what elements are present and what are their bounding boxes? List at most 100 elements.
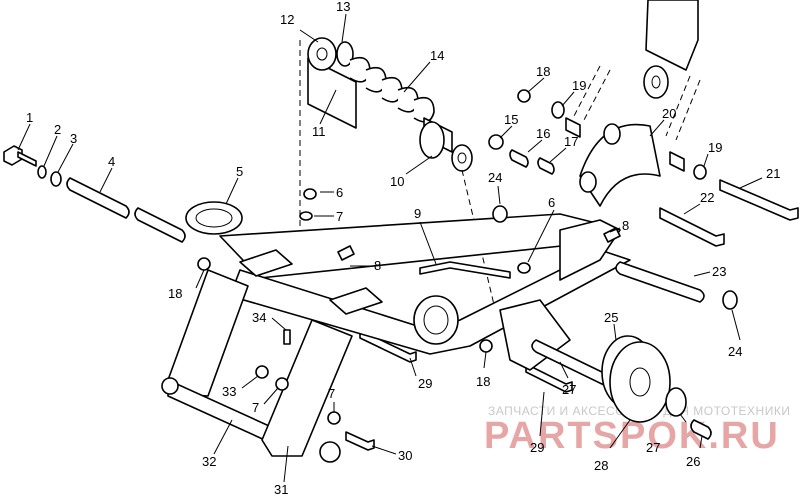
leader-28 [609,419,631,449]
nut-part-6-right [517,262,531,274]
callout-24: 24 [728,344,742,359]
alignment-line-mount-b [583,69,611,121]
bracket-part-20 [579,123,661,207]
bracket-hole-lower [579,171,597,193]
bolt-part-30 [345,431,375,451]
callout-22: 22 [700,190,714,205]
callout-7: 7 [252,400,259,415]
upper-shock-mount [573,0,701,141]
washer-part-19 [551,101,565,119]
small-hardware [197,188,738,353]
alignment-line-mount-d [665,75,691,137]
bushing-part-17 [537,157,555,175]
leader-34 [271,317,287,331]
callout-6: 6 [548,195,555,210]
bushing-part-19-right [669,151,685,172]
leader-27a [559,361,569,379]
callout-20: 20 [662,106,676,121]
leader-29b [539,391,545,437]
mount-eye-hole [651,75,661,89]
leader-8b [609,227,621,233]
callout-5: 5 [236,164,243,179]
mount-tab-left [239,249,293,277]
leader-29a [409,357,417,377]
pin-part-9 [419,261,511,279]
bushing-part-16 [509,149,529,168]
alignment-line-mount-c [675,79,701,141]
callout-18: 18 [168,286,182,301]
callout-7: 7 [336,209,343,224]
rail-eye-right [319,441,341,463]
leader-26 [699,435,703,449]
watermark: ЗАПЧАСТИ И АКСЕССУАРЫ ДЛЯ МОТОТЕХНИКИ PA… [484,404,790,457]
nut-part-18-center [479,339,493,353]
leader-33 [241,375,259,389]
washer-part-24-right [722,290,738,310]
callout-26: 26 [686,454,700,469]
axle-tube-part-4b [134,207,186,243]
leader-14 [403,61,431,93]
clip-part-8-right [603,227,621,243]
callout-15: 15 [504,112,518,127]
callout-27: 27 [562,382,576,397]
leader-7b [263,387,279,405]
callout-27: 27 [646,440,660,455]
leader-11 [319,89,337,125]
washer-part-33 [255,365,269,379]
nut-part-18-left [197,257,211,271]
left-bolt-assembly [3,145,186,243]
leader-4 [99,167,113,193]
callout-6: 6 [336,185,343,200]
leader-12 [299,29,319,43]
leader-13 [341,13,347,43]
leader-30 [371,445,397,455]
bracket-assembly [488,89,707,207]
leader-24b [731,309,741,341]
callout-2: 2 [54,122,61,137]
leader-19b [703,153,709,167]
shock-bushing-part-13 [336,41,354,67]
shock-lower-eye [451,144,473,172]
spring-retainer-part-10 [419,121,445,159]
leader-3 [57,143,74,173]
washer-part-24-upper [492,205,508,223]
pivot-tube-center [413,295,459,345]
long-bolts [345,179,799,451]
shock-upper-eye [307,37,337,71]
leader-23 [693,271,711,277]
swing-arm-frame [185,201,705,371]
wheel-part-28 [609,341,671,423]
spring-coil-5 [413,96,435,123]
nut-part-6-left [303,188,317,200]
washer-part-2 [37,165,47,179]
shock-body [307,57,357,129]
shock-lower-eye-hole [457,152,467,164]
leader-18c [483,351,487,369]
pivot-tube-center-bore [423,305,449,335]
callout-24: 24 [488,170,502,185]
callout-18: 18 [536,64,550,79]
leader-19a [561,91,575,107]
leader-15 [499,125,513,139]
watermark-brand: PARTSPOK.RU [484,415,780,457]
mount-tab-right [329,287,383,315]
pivot-tube-bore [195,208,233,228]
leader-10 [405,155,433,175]
idler-wheel [531,335,712,440]
shock-absorber [299,37,501,331]
pivot-tube-part-5 [185,201,243,235]
leader-24a [497,185,501,205]
bushing-upper [565,117,581,138]
callout-31: 31 [274,482,288,497]
bolt-part-21 [719,179,799,221]
leader-16 [527,139,543,153]
leader-9 [419,221,437,265]
leader-18a [527,77,545,93]
callout-12: 12 [280,12,294,27]
nut-part-18 [517,89,531,103]
callout-19: 19 [572,78,586,93]
bracket-hole-upper [603,123,621,145]
axle-part-23 [615,261,705,303]
callout-1: 1 [26,110,33,125]
